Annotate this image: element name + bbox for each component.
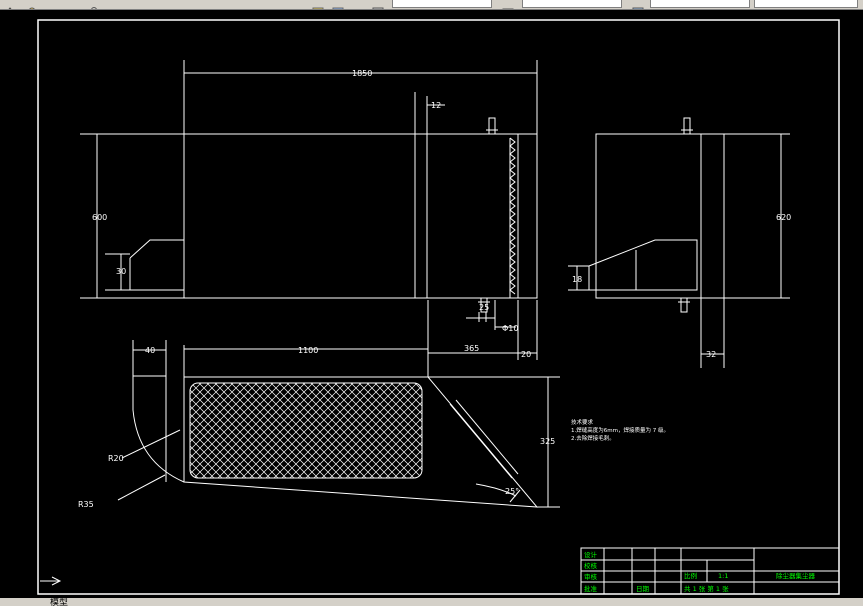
notes-line2: 2.去除焊接毛刺。 xyxy=(571,434,615,442)
dim-600: 600 xyxy=(92,213,107,222)
drawing-border xyxy=(37,19,840,595)
top-view-dimensions xyxy=(117,300,560,508)
zoom-icon[interactable] xyxy=(88,0,100,9)
layer-state-icon[interactable] xyxy=(312,0,324,9)
table-icon[interactable] xyxy=(632,0,644,9)
dim-30: 30 xyxy=(116,267,126,276)
dim-1850: 1850 xyxy=(352,69,372,78)
dim-20: 20 xyxy=(521,350,531,359)
notes-line1: 1.焊缝高度为6mm，焊接质量为 7 级。 xyxy=(571,426,669,434)
label-review: 审核 xyxy=(584,572,598,581)
label-check: 校核 xyxy=(584,561,598,570)
dim-32: 32 xyxy=(706,350,716,359)
ucs-icon xyxy=(40,576,62,586)
title-block-text: 设计 校核 审核 批准 日期 比例 1:1 共 1 张 第 1 张 除尘器集尘器 xyxy=(584,550,816,593)
value-scale: 1:1 xyxy=(718,572,728,580)
front-view-dimensions xyxy=(80,60,538,330)
target-icon[interactable] xyxy=(26,0,38,9)
lineweight-dropdown[interactable] xyxy=(754,0,858,8)
dim-r20: R20 xyxy=(108,454,124,463)
dim-365: 365 xyxy=(464,344,479,353)
print-icon[interactable] xyxy=(502,0,514,9)
dim-12: 12 xyxy=(431,101,441,110)
layer-dropdown[interactable] xyxy=(392,0,492,8)
dim-angle: 25° xyxy=(505,487,519,496)
dim-40: 40 xyxy=(145,346,155,355)
side-view xyxy=(568,117,790,368)
dim-325: 325 xyxy=(540,437,555,446)
draw-icon[interactable] xyxy=(4,0,16,9)
color-dropdown[interactable] xyxy=(522,0,622,8)
status-bar: 模型 xyxy=(0,598,863,606)
cad-toolbar xyxy=(0,0,863,10)
notes-title: 技术要求 xyxy=(571,418,594,426)
label-design: 设计 xyxy=(584,550,598,559)
dim-1100: 1100 xyxy=(298,346,318,355)
model-tab[interactable]: 模型 xyxy=(50,598,69,606)
label-sheets: 共 1 张 第 1 张 xyxy=(684,584,729,593)
layer-manager-icon[interactable] xyxy=(332,0,344,9)
label-approve: 批准 xyxy=(584,584,598,593)
dim-25: 25 xyxy=(479,303,489,312)
linetype-dropdown[interactable] xyxy=(650,0,750,8)
dim-620: 620 xyxy=(776,213,791,222)
technical-notes: 技术要求 1.焊缝高度为6mm，焊接质量为 7 级。 2.去除焊接毛刺。 xyxy=(571,418,669,442)
front-view xyxy=(129,117,538,313)
label-date: 日期 xyxy=(636,585,650,593)
properties-icon[interactable] xyxy=(372,0,384,9)
label-scale: 比例 xyxy=(684,571,697,580)
dim-phi10: Φ10 xyxy=(502,324,518,333)
drawing-canvas[interactable]: 1850 12 600 30 620 18 25 Φ10 40 1100 365… xyxy=(0,10,863,606)
dim-r35: R35 xyxy=(78,500,94,509)
dim-18: 18 xyxy=(572,275,582,284)
part-name: 除尘器集尘器 xyxy=(776,571,816,580)
top-view xyxy=(132,375,539,508)
dimension-text: 1850 12 600 30 620 18 25 Φ10 40 1100 365… xyxy=(78,69,791,509)
title-block xyxy=(580,547,840,595)
